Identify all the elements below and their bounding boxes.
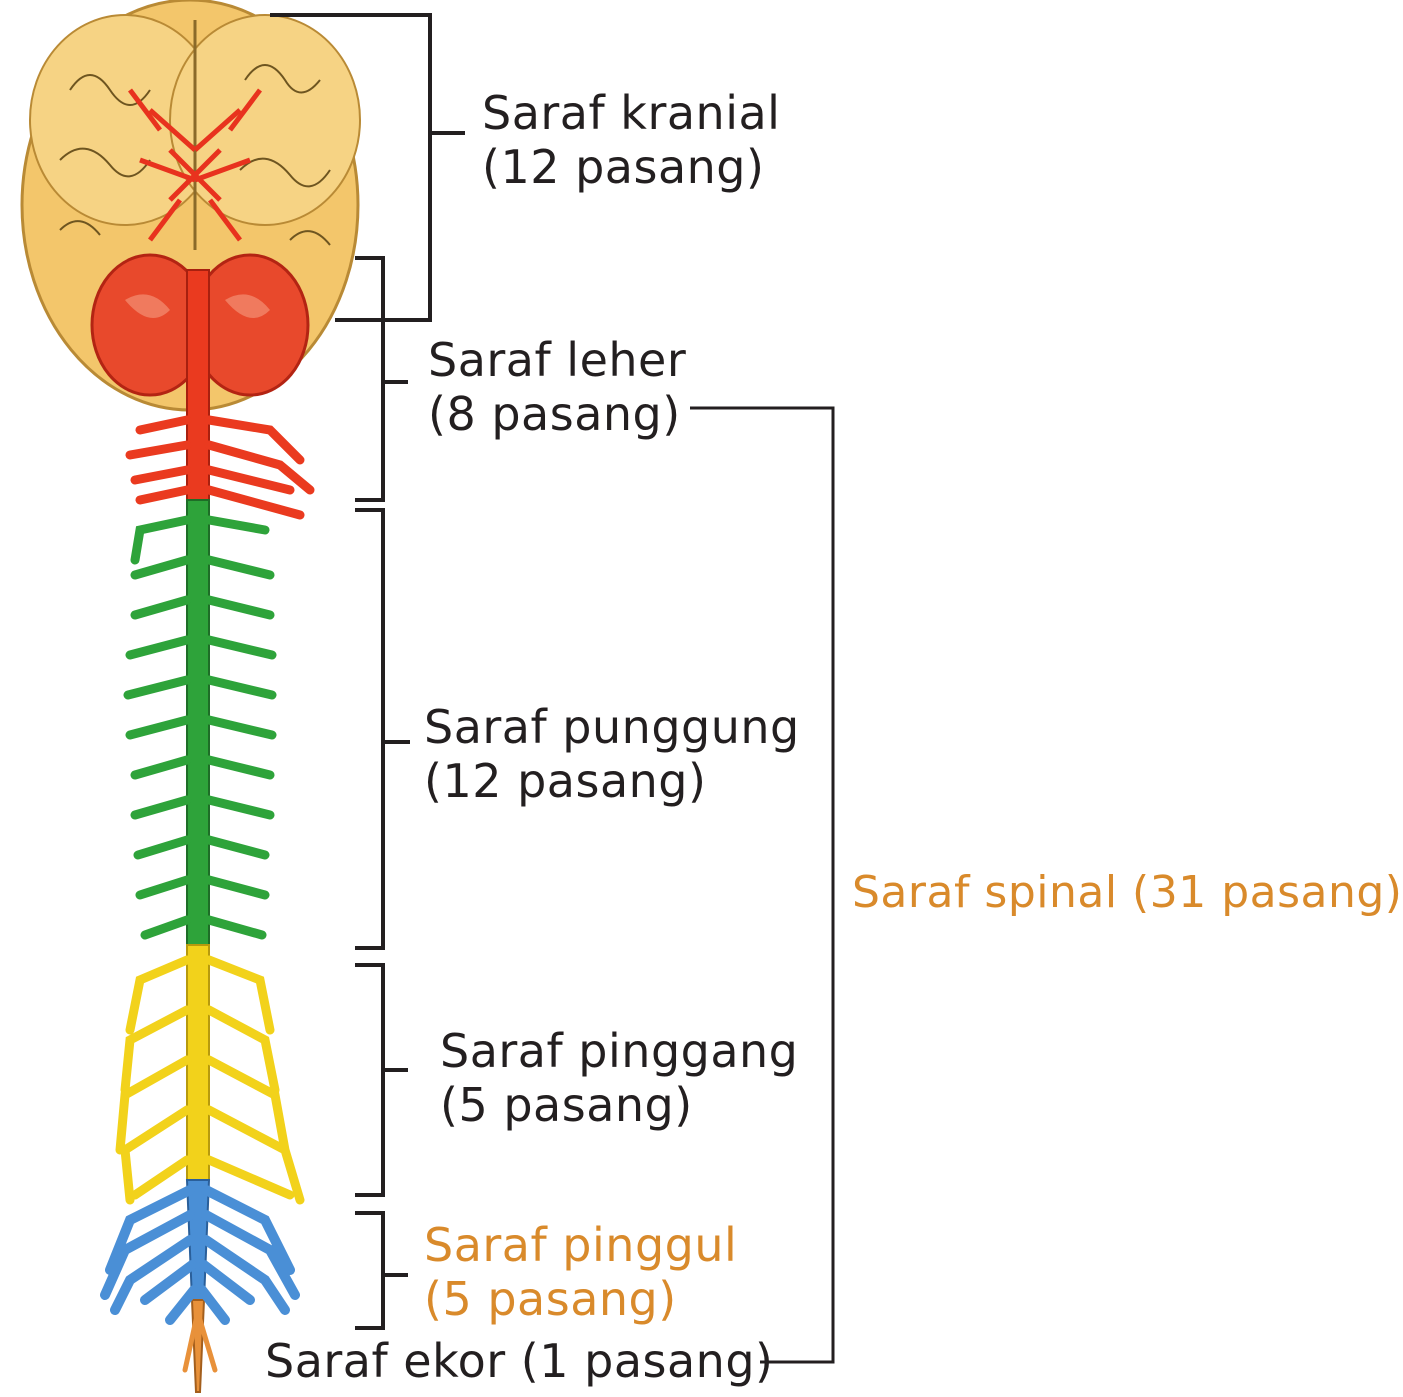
bracket-pinggul [355,1213,408,1328]
label-punggung: Saraf punggung (12 pasang) [424,700,800,808]
bracket-pinggang [355,965,408,1195]
label-kranial-line2: (12 pasang) [482,140,780,194]
cervical-nerves [130,420,310,515]
label-pinggang-line2: (5 pasang) [440,1078,798,1132]
label-spinal: Saraf spinal (31 pasang) [852,866,1402,920]
label-kranial: Saraf kranial (12 pasang) [482,86,780,194]
label-pinggul: Saraf pinggul (5 pasang) [424,1218,737,1326]
label-ekor: Saraf ekor (1 pasang) [265,1334,773,1388]
label-pinggul-line1: Saraf pinggul [424,1218,737,1272]
label-leher: Saraf leher (8 pasang) [428,333,686,441]
label-pinggul-line2: (5 pasang) [424,1272,737,1326]
label-punggung-line2: (12 pasang) [424,754,800,808]
spinal-cord [187,270,209,1392]
label-pinggang: Saraf pinggang (5 pasang) [440,1024,798,1132]
label-pinggang-line1: Saraf pinggang [440,1024,798,1078]
label-punggung-line1: Saraf punggung [424,700,800,754]
bracket-punggung [355,510,410,948]
bracket-leher [355,258,408,500]
label-kranial-line1: Saraf kranial [482,86,780,140]
label-leher-line1: Saraf leher [428,333,686,387]
label-leher-line2: (8 pasang) [428,387,686,441]
